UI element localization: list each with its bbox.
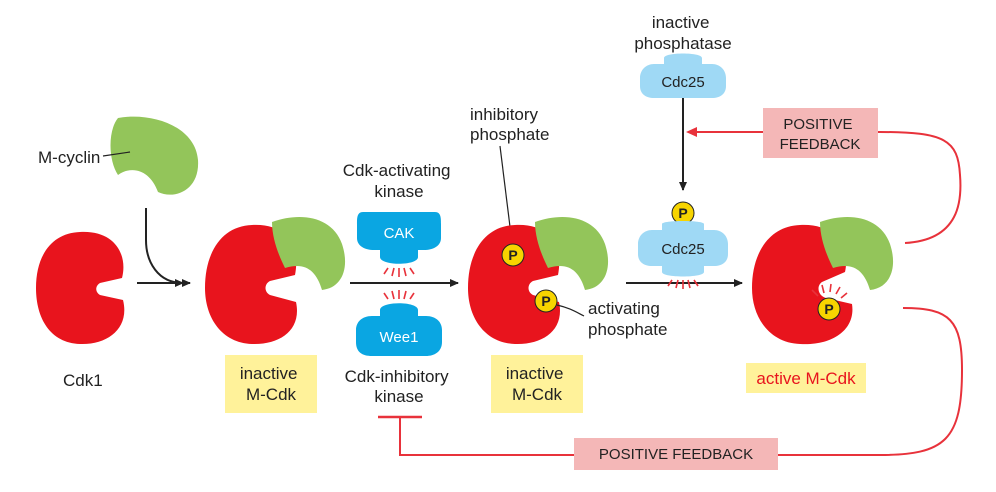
inactive-mcdk-2-line-2: M-Cdk: [512, 385, 563, 404]
activating-phosphate-group: P: [534, 289, 558, 313]
inactive-mcdk-box-2: [491, 355, 583, 413]
top-feedback-line: [686, 127, 962, 244]
cdc25-phosphate-symbol: P: [678, 205, 687, 221]
activating-phosphate-leader: [556, 304, 585, 317]
cyclin-binding-arrow: [145, 208, 184, 287]
wee1-activity-spark: [383, 290, 415, 300]
top-feedback-line-2: FEEDBACK: [780, 136, 861, 153]
cak-enzyme: [357, 212, 441, 264]
cdc25-activity-spark: [667, 279, 699, 289]
activating-phosphate-label: activating phosphate: [588, 299, 667, 339]
active-mcdk-label: active M-Cdk: [756, 369, 856, 388]
activating-phosphate-symbol: P: [541, 293, 550, 309]
inhibitory-phosphate-group: P: [501, 243, 525, 267]
cdk-activating-line-2: kinase: [374, 182, 423, 201]
inactive-mcdk-complex-2: [468, 217, 609, 345]
m-cyclin-leader: [102, 151, 131, 157]
top-feedback-box: [763, 108, 878, 158]
wee1-label: Wee1: [380, 329, 419, 346]
bottom-feedback-label: POSITIVE FEEDBACK: [599, 446, 753, 463]
cdk-activating-line-1: Cdk-activating: [343, 161, 451, 180]
activating-phosphate-line-2: phosphate: [588, 320, 667, 339]
cdc25-top-label: Cdc25: [661, 74, 704, 91]
top-feedback-line-1: POSITIVE: [783, 116, 852, 133]
cdc25-active-enzyme: [638, 221, 728, 277]
m-cyclin-shape: [110, 116, 199, 195]
cdc25-mid-label: Cdc25: [661, 241, 704, 258]
active-mcdk-complex: [752, 217, 894, 345]
activating-phosphate-line-1: activating: [588, 299, 660, 318]
cdk1-label: Cdk1: [63, 371, 103, 390]
inactive-mcdk-label-2: inactive M-Cdk: [506, 364, 568, 404]
cak-label: CAK: [384, 225, 415, 242]
bottom-feedback-line: [399, 307, 964, 456]
inhibitory-phosphate-symbol: P: [508, 247, 517, 263]
active-phosphate-symbol: P: [824, 301, 833, 317]
inactive-phosphatase-line-1: inactive: [652, 13, 710, 32]
inactive-mcdk-2-line-1: inactive: [506, 364, 564, 383]
cdk-inhibitory-line-1: Cdk-inhibitory: [345, 367, 449, 386]
active-mcdk-box: [746, 363, 866, 393]
inhibitory-phosphate-line-2: phosphate: [470, 125, 549, 144]
inactive-phosphatase-label: inactive phosphatase: [634, 13, 731, 53]
cdk1-shape: [36, 231, 125, 345]
cdk-inhibitory-line-2: kinase: [374, 387, 423, 406]
cdk-activating-kinase-label: Cdk-activating kinase: [343, 161, 455, 201]
bottom-feedback-box: [574, 438, 778, 470]
inactive-mcdk-line-1: inactive: [240, 364, 298, 383]
cdc25-phosphate-group: P: [671, 201, 695, 225]
m-cyclin-label: M-cyclin: [38, 148, 100, 167]
cak-activity-spark: [383, 267, 415, 277]
active-phosphate-group: P: [817, 297, 841, 321]
wee1-enzyme: [356, 303, 442, 356]
inhibitory-phosphate-label: inhibitory phosphate: [470, 105, 549, 144]
inactive-mcdk-line-2: M-Cdk: [246, 385, 297, 404]
inactive-mcdk-label-1: inactive M-Cdk: [240, 364, 302, 404]
active-phosphate-spark: [811, 283, 848, 299]
cdc25-inactive-enzyme: [640, 53, 726, 98]
inactive-mcdk-complex-1: [205, 217, 346, 345]
inactive-phosphatase-line-2: phosphatase: [634, 34, 731, 53]
cdk-inhibitory-kinase-label: Cdk-inhibitory kinase: [345, 367, 454, 406]
inhibitory-phosphate-line-1: inhibitory: [470, 105, 539, 124]
inactive-mcdk-box-1: [225, 355, 317, 413]
top-feedback-label: POSITIVE FEEDBACK: [780, 116, 861, 153]
